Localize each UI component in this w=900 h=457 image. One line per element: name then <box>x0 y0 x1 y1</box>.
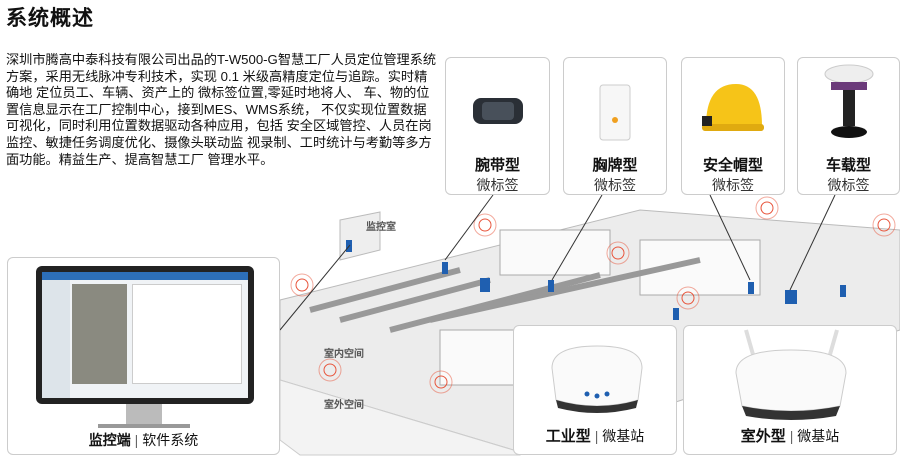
station-card-outdoor[interactable]: 室外型 | 微基站 <box>683 325 897 455</box>
station-name: 室外型 <box>740 428 786 445</box>
software-screenshot <box>42 272 248 398</box>
floor-map-panel <box>132 284 242 384</box>
wristband-tag-icon <box>472 98 523 124</box>
tag-name: 胸牌型 <box>592 157 638 174</box>
label-separator: | <box>789 428 794 444</box>
badge-tag-icon <box>599 84 631 141</box>
label-separator: | <box>134 432 139 448</box>
monitor-label: 监控端 | 软件系统 <box>8 430 279 450</box>
tag-name: 安全帽型 <box>702 157 763 174</box>
label-separator: | <box>594 428 599 444</box>
station-label: 工业型 | 微基站 <box>514 425 676 446</box>
page-title: 系统概述 <box>6 7 94 30</box>
software-sidebar <box>42 280 70 398</box>
tag-card-helmet[interactable]: 安全帽型 微标签 <box>681 57 785 195</box>
tag-type: 微标签 <box>712 177 754 193</box>
monitor-subtitle: 软件系统 <box>142 432 199 448</box>
industrial-station-icon <box>551 345 643 413</box>
station-label: 室外型 | 微基站 <box>684 425 896 446</box>
label-monitor-room: 监控室 <box>366 222 396 233</box>
tag-card-badge[interactable]: 胸牌型 微标签 <box>563 57 667 195</box>
tag-card-vehicle[interactable]: 车载型 微标签 <box>797 57 900 195</box>
tag-name: 腕带型 <box>474 157 520 174</box>
station-type: 微基站 <box>602 428 645 444</box>
station-name: 工业型 <box>545 428 591 445</box>
tag-name: 车载型 <box>825 157 871 174</box>
tag-type: 微标签 <box>476 177 519 193</box>
camera-feed-panel <box>72 284 127 384</box>
vehicle-tag-icon <box>824 64 873 138</box>
tag-type: 微标签 <box>594 177 636 193</box>
monitor-card: 监控端 | 软件系统 <box>7 257 280 455</box>
label-outdoor-space: 室外空间 <box>324 400 364 411</box>
station-card-industrial[interactable]: 工业型 | 微基站 <box>513 325 677 455</box>
monitor-name: 监控端 <box>88 432 131 448</box>
monitor-base <box>98 424 190 428</box>
callout-lines <box>279 194 836 331</box>
system-description: 深圳市腾高中泰科技有限公司出品的T-W500-G智慧工厂人员定位管理系统方案，采… <box>6 52 437 167</box>
label-indoor-space: 室内空间 <box>324 349 364 360</box>
monitor-stand <box>126 404 162 424</box>
helmet-tag-icon <box>702 84 764 131</box>
station-type: 微基站 <box>797 428 840 444</box>
tag-type: 微标签 <box>827 177 870 193</box>
monitor-screen <box>36 266 254 404</box>
outdoor-station-icon <box>735 329 847 420</box>
signal-rings <box>290 196 896 394</box>
conveyor-lines <box>309 257 701 333</box>
outdoor-floor <box>279 379 521 456</box>
tag-card-wristband[interactable]: 腕带型 微标签 <box>445 57 550 195</box>
software-header-bar <box>42 272 248 280</box>
